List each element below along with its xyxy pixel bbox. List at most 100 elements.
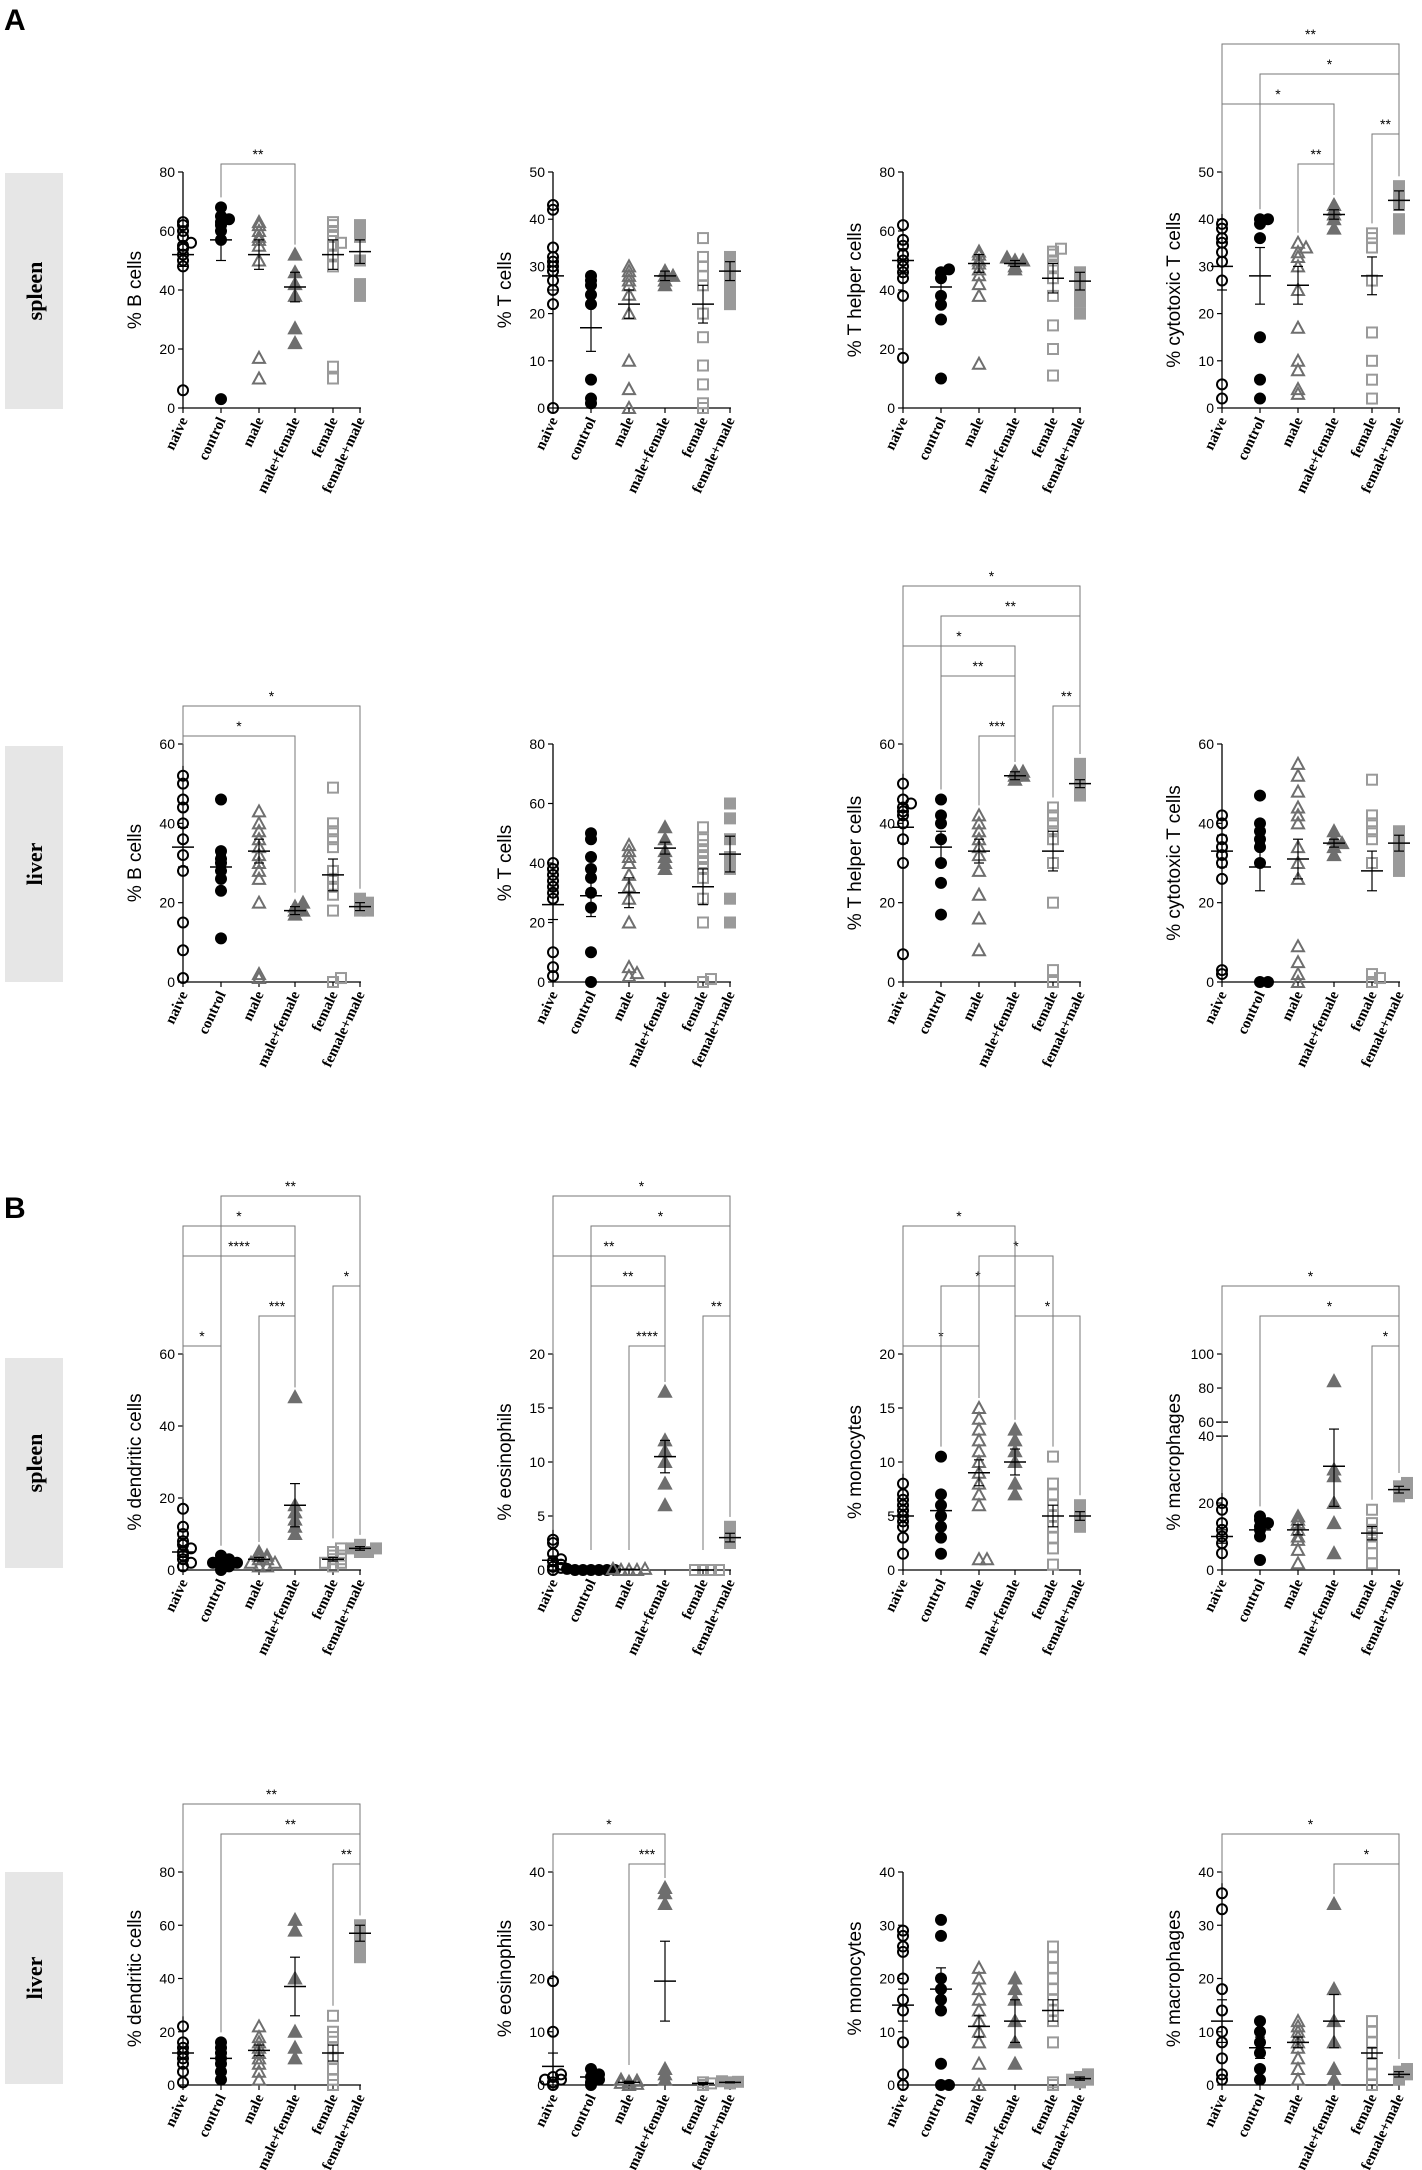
data-point xyxy=(177,216,189,229)
data-point xyxy=(935,793,947,806)
y-tick-label: 30 xyxy=(879,1917,895,1933)
data-point xyxy=(897,1531,909,1544)
data-point xyxy=(999,249,1015,264)
y-tick-label: 20 xyxy=(159,1490,175,1506)
data-point xyxy=(971,823,987,838)
data-point xyxy=(215,793,227,806)
data-point xyxy=(177,916,189,929)
y-tick-label: 20 xyxy=(529,306,545,322)
x-tick-label: male xyxy=(240,2092,268,2127)
data-point xyxy=(547,241,559,254)
y-axis-label: % dendritic cells xyxy=(125,1393,146,1530)
significance-label: * xyxy=(1327,56,1333,72)
y-tick-label: 80 xyxy=(159,164,175,180)
data-point xyxy=(897,2036,909,2049)
significance-label: * xyxy=(236,718,242,734)
significance-bracket xyxy=(1221,1833,1400,2060)
data-point xyxy=(215,884,227,897)
x-tick-label: naive xyxy=(883,415,912,453)
x-tick-label: naive xyxy=(163,415,192,453)
data-point xyxy=(971,355,987,370)
data-point xyxy=(971,1486,987,1501)
data-point xyxy=(251,2028,267,2044)
data-point xyxy=(1366,1557,1378,1570)
x-tick-label: control xyxy=(566,989,600,1037)
data-point xyxy=(1216,968,1228,981)
data-point xyxy=(897,1972,909,1985)
significance-label: * xyxy=(1275,86,1281,102)
data-point xyxy=(1216,1983,1228,1996)
data-point xyxy=(354,219,366,232)
row-label-text: liver xyxy=(22,1956,47,1999)
data-point xyxy=(327,2009,339,2022)
y-axis-label: % monocytes xyxy=(845,1921,866,2035)
y-tick-label: 0 xyxy=(887,974,895,990)
data-point xyxy=(1047,976,1059,988)
y-tick-label: 10 xyxy=(879,2024,895,2040)
data-point xyxy=(1290,1528,1306,1543)
significance-label: ** xyxy=(604,1238,615,1254)
y-tick-label: 0 xyxy=(537,400,545,416)
data-point xyxy=(1047,817,1059,830)
y-tick-label: 10 xyxy=(529,353,545,369)
y-axis-label: % T cells xyxy=(495,252,516,328)
data-point xyxy=(621,837,637,852)
x-tick-label: control xyxy=(566,415,600,463)
x-tick-label: control xyxy=(196,2092,230,2140)
y-tick-label: 40 xyxy=(159,282,175,298)
row-label-liver-a: liver xyxy=(5,746,63,982)
data-point xyxy=(621,959,637,974)
data-point xyxy=(1254,2025,1266,2038)
significance-bracket xyxy=(182,705,361,889)
y-tick-label: 20 xyxy=(529,1971,545,1987)
y-tick-label: 20 xyxy=(1198,1495,1214,1511)
significance-label: * xyxy=(975,1268,981,1284)
data-point xyxy=(354,1951,366,1964)
data-point xyxy=(1290,807,1306,822)
data-point xyxy=(1007,1981,1023,1996)
y-tick-label: 50 xyxy=(529,164,545,180)
data-point xyxy=(177,1502,189,1515)
data-point xyxy=(897,1924,909,1937)
significance-bracket xyxy=(182,1225,296,1499)
x-tick-label: naive xyxy=(1202,989,1231,1027)
data-point xyxy=(370,1542,382,1555)
data-point xyxy=(1326,846,1342,862)
data-point xyxy=(971,2076,987,2091)
data-point xyxy=(1366,326,1378,339)
data-point xyxy=(1047,1961,1059,1974)
significance-label: ** xyxy=(1061,688,1072,704)
y-tick-label: 40 xyxy=(879,282,895,298)
x-tick-label: naive xyxy=(163,989,192,1027)
x-tick-label: male xyxy=(960,989,988,1024)
y-axis-label: % monocytes xyxy=(845,1405,866,1519)
data-point xyxy=(897,1945,909,1958)
data-point xyxy=(287,2050,303,2065)
data-point xyxy=(1047,2076,1059,2089)
y-tick-label: 5 xyxy=(887,1508,895,1524)
data-point xyxy=(327,360,339,373)
data-point xyxy=(547,2025,559,2038)
y-axis-label: % eosinophils xyxy=(495,1920,516,2037)
data-point xyxy=(215,201,227,214)
data-point xyxy=(1047,2036,1059,2049)
data-point xyxy=(971,276,987,291)
data-point xyxy=(724,892,736,905)
data-point xyxy=(1290,973,1306,988)
data-point xyxy=(177,230,189,243)
x-tick-label: naive xyxy=(533,2092,562,2130)
significance-label: * xyxy=(606,1816,612,1832)
significance-label: ** xyxy=(253,146,264,162)
data-point xyxy=(935,372,947,385)
data-point xyxy=(1366,833,1378,846)
data-point xyxy=(1216,1517,1228,1530)
y-tick-label: 30 xyxy=(1198,258,1214,274)
y-tick-label: 60 xyxy=(1198,736,1214,752)
y-axis-label: % dendritic cells xyxy=(125,1910,146,2047)
